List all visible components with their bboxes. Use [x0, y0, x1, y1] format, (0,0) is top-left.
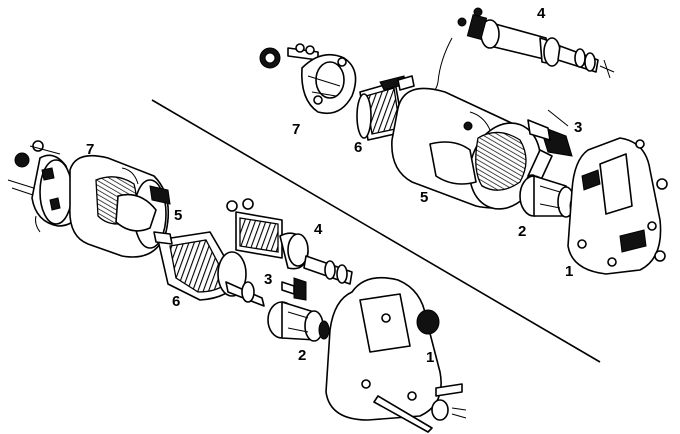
upper-solenoid: [424, 7, 615, 97]
upper-starter: [259, 7, 668, 275]
lower-label-2: 2: [298, 347, 306, 364]
lower-fork-lever: [281, 277, 307, 301]
lower-label-7: 7: [86, 141, 94, 158]
upper-label-1: 1: [565, 263, 573, 280]
lower-starter: [7, 140, 467, 433]
upper-label-2: 2: [518, 223, 526, 240]
upper-drive-pinion: [519, 175, 579, 218]
lower-drive-pinion: [267, 301, 330, 342]
upper-armature: [356, 75, 415, 141]
lower-label-5: 5: [174, 207, 182, 224]
lower-label-4: 4: [314, 221, 323, 238]
lower-label-1: 1: [426, 349, 434, 366]
upper-drive-housing: [567, 137, 668, 275]
lower-end-cover: [7, 140, 79, 233]
upper-label-4: 4: [537, 5, 546, 22]
lower-drive-housing: [325, 276, 467, 433]
upper-label-3: 3: [574, 119, 582, 136]
lower-yoke: [69, 154, 171, 258]
lower-label-3: 3: [264, 271, 272, 288]
upper-label-5: 5: [420, 189, 428, 206]
upper-end-cover: [259, 43, 357, 115]
upper-label-6: 6: [354, 139, 362, 156]
upper-label-7: 7: [292, 121, 300, 138]
lower-armature: [153, 231, 265, 307]
lower-label-6: 6: [172, 293, 180, 310]
lower-solenoid: [226, 198, 353, 285]
divider-line: [151, 99, 601, 363]
